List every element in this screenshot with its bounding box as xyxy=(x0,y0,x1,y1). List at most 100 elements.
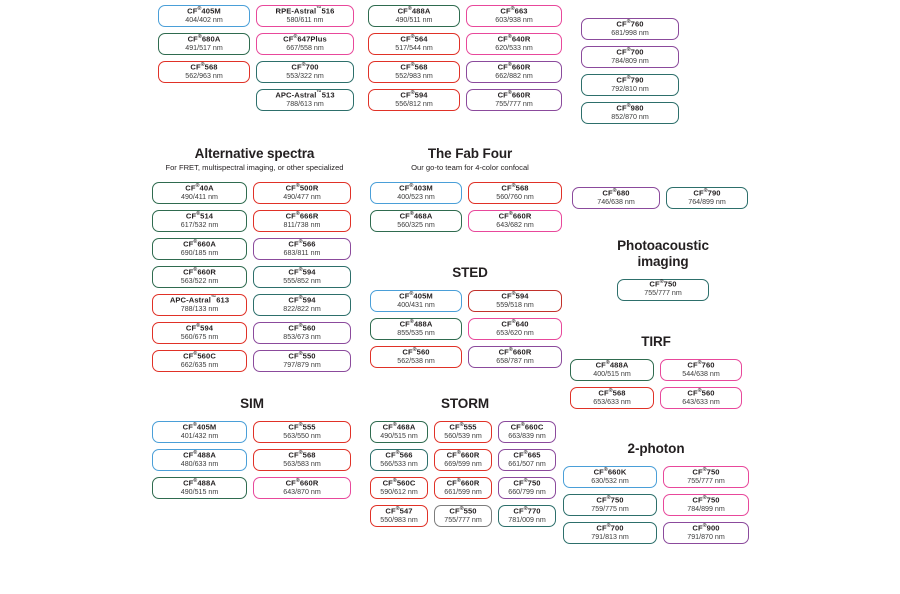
trademark-mark: ® xyxy=(395,449,400,456)
dye-wavelengths: 555/852 nm xyxy=(283,276,321,285)
trademark-mark: ® xyxy=(456,449,461,456)
dye-name: CF®550 xyxy=(288,350,316,361)
dye-wavelengths: 490/515 nm xyxy=(180,487,219,496)
dye-wavelengths: 658/787 nm xyxy=(496,356,534,365)
dye-wavelengths: 643/682 nm xyxy=(496,220,534,229)
dye-wavelengths: 490/515 nm xyxy=(380,431,418,440)
section-title: SIM xyxy=(240,396,264,411)
dye-name: CF®660R xyxy=(446,477,480,488)
dye-wavelengths: 852/870 nm xyxy=(611,112,649,121)
dye-name: CF®547 xyxy=(385,505,413,516)
dye-wavelengths: 563/583 nm xyxy=(283,459,321,468)
dye-wavelengths: 855/535 nm xyxy=(397,328,435,337)
trademark-mark: ® xyxy=(510,5,515,12)
dye-wavelengths: 566/533 nm xyxy=(380,459,418,468)
dye-name: CF®660R xyxy=(446,449,480,460)
dye-wavelengths: 746/638 nm xyxy=(597,197,635,206)
dye-wavelengths: 556/812 nm xyxy=(395,99,433,108)
dye-wavelengths: 400/523 nm xyxy=(397,192,435,201)
trademark-mark: ® xyxy=(608,387,613,394)
dye-name: CF®666R xyxy=(285,210,319,221)
trademark-mark: ® xyxy=(456,477,461,484)
